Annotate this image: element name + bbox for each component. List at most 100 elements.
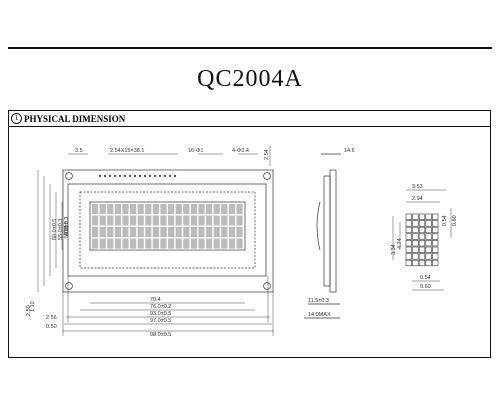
pixel-dot (418, 259, 426, 267)
front-view (62, 169, 274, 293)
dim-label: 2.94 (412, 196, 423, 202)
pixel-dot (405, 253, 412, 260)
pixel-dot (412, 226, 419, 234)
char-cell (130, 215, 137, 226)
char-cell (198, 204, 205, 214)
char-cell (107, 215, 114, 226)
pixel-dot (418, 213, 426, 220)
char-cell (183, 215, 190, 226)
char-cell (145, 238, 152, 249)
pin-hole (113, 174, 117, 178)
char-cell (152, 204, 159, 214)
pixel-dot (432, 240, 439, 247)
char-cell (122, 238, 129, 249)
pixel-dot (432, 259, 439, 267)
char-cell (190, 227, 197, 237)
mount-hole-br (263, 282, 271, 290)
active-area (89, 201, 246, 251)
char-cell (228, 204, 235, 214)
char-cell (175, 204, 182, 214)
pixel-dot (412, 240, 419, 247)
pixel-dot (425, 220, 432, 227)
pixel-dot (405, 233, 412, 240)
side-view (304, 153, 341, 319)
pixel-dot (405, 240, 412, 247)
pixel-dot (418, 253, 426, 260)
detail-dims (392, 189, 452, 291)
char-cell (221, 238, 228, 249)
dim-label: 14.0MAX (308, 312, 331, 318)
char-cell (175, 227, 182, 237)
char-cell (145, 204, 152, 214)
pixel-dot (405, 213, 412, 220)
char-cell (236, 204, 243, 214)
dim-label: 3.5 (75, 148, 83, 154)
char-cell (228, 227, 235, 237)
char-cell (190, 204, 197, 214)
char-cell (228, 238, 235, 249)
pixel-dot (432, 253, 439, 260)
dim-label: 97.0±0.5 (150, 318, 171, 324)
char-cell (122, 215, 129, 226)
pixel-dot (412, 253, 419, 260)
char-grid (92, 204, 243, 249)
char-cell (206, 238, 213, 249)
dim-label: 4.74 (397, 238, 403, 249)
char-cell (198, 215, 205, 226)
char-cell (175, 215, 182, 226)
viewing-area (79, 191, 256, 269)
char-cell (99, 227, 106, 237)
mount-hole-tr (263, 172, 271, 180)
pin-hole (168, 174, 172, 178)
char-cell (213, 227, 220, 237)
bezel-outline (67, 183, 267, 277)
pin-hole (148, 174, 152, 178)
char-cell (130, 238, 137, 249)
dim-label: 70.4 (150, 297, 161, 303)
char-cell (236, 215, 243, 226)
section-number: 1 (11, 113, 22, 124)
char-cell (198, 227, 205, 237)
pin-hole (173, 174, 177, 178)
pixel-dot (418, 226, 426, 234)
pin-hole (158, 174, 162, 178)
pin-hole (143, 174, 147, 178)
char-cell (206, 215, 213, 226)
char-cell (168, 215, 175, 226)
char-cell (213, 204, 220, 214)
char-cell (137, 238, 144, 249)
char-cell (152, 227, 159, 237)
char-cell (206, 227, 213, 237)
dim-label: 40.3 (64, 225, 70, 236)
dim-label: 98.0±0.5 (150, 332, 171, 338)
char-cell (92, 238, 99, 249)
pixel-dot (412, 233, 419, 240)
char-cell (175, 238, 182, 249)
pixel-dot (418, 220, 426, 227)
pixel-dot (425, 213, 432, 220)
char-cell (122, 227, 129, 237)
pin-hole (153, 174, 157, 178)
mount-hole-bl (65, 282, 73, 290)
dim-label: 0.54 (442, 215, 448, 226)
pixel-dot (412, 213, 419, 220)
char-cell (114, 227, 121, 237)
dim-label: 60.0±0.5 (52, 219, 58, 240)
pixel-dot (405, 246, 412, 253)
char-cell (107, 227, 114, 237)
char-cell (198, 238, 205, 249)
pin-hole (123, 174, 127, 178)
char-cell (130, 204, 137, 214)
dim-label: 93.0±0.5 (150, 311, 171, 317)
dim-label: 0.50 (46, 324, 57, 330)
pixel-detail (405, 213, 439, 267)
dimension-lines (37, 146, 274, 336)
char-cell (213, 215, 220, 226)
char-cell (145, 215, 152, 226)
char-cell (107, 204, 114, 214)
dim-label: 2.56 (46, 315, 57, 321)
pixel-dot (412, 246, 419, 253)
char-cell (228, 215, 235, 226)
pin-hole (103, 174, 107, 178)
char-cell (168, 238, 175, 249)
